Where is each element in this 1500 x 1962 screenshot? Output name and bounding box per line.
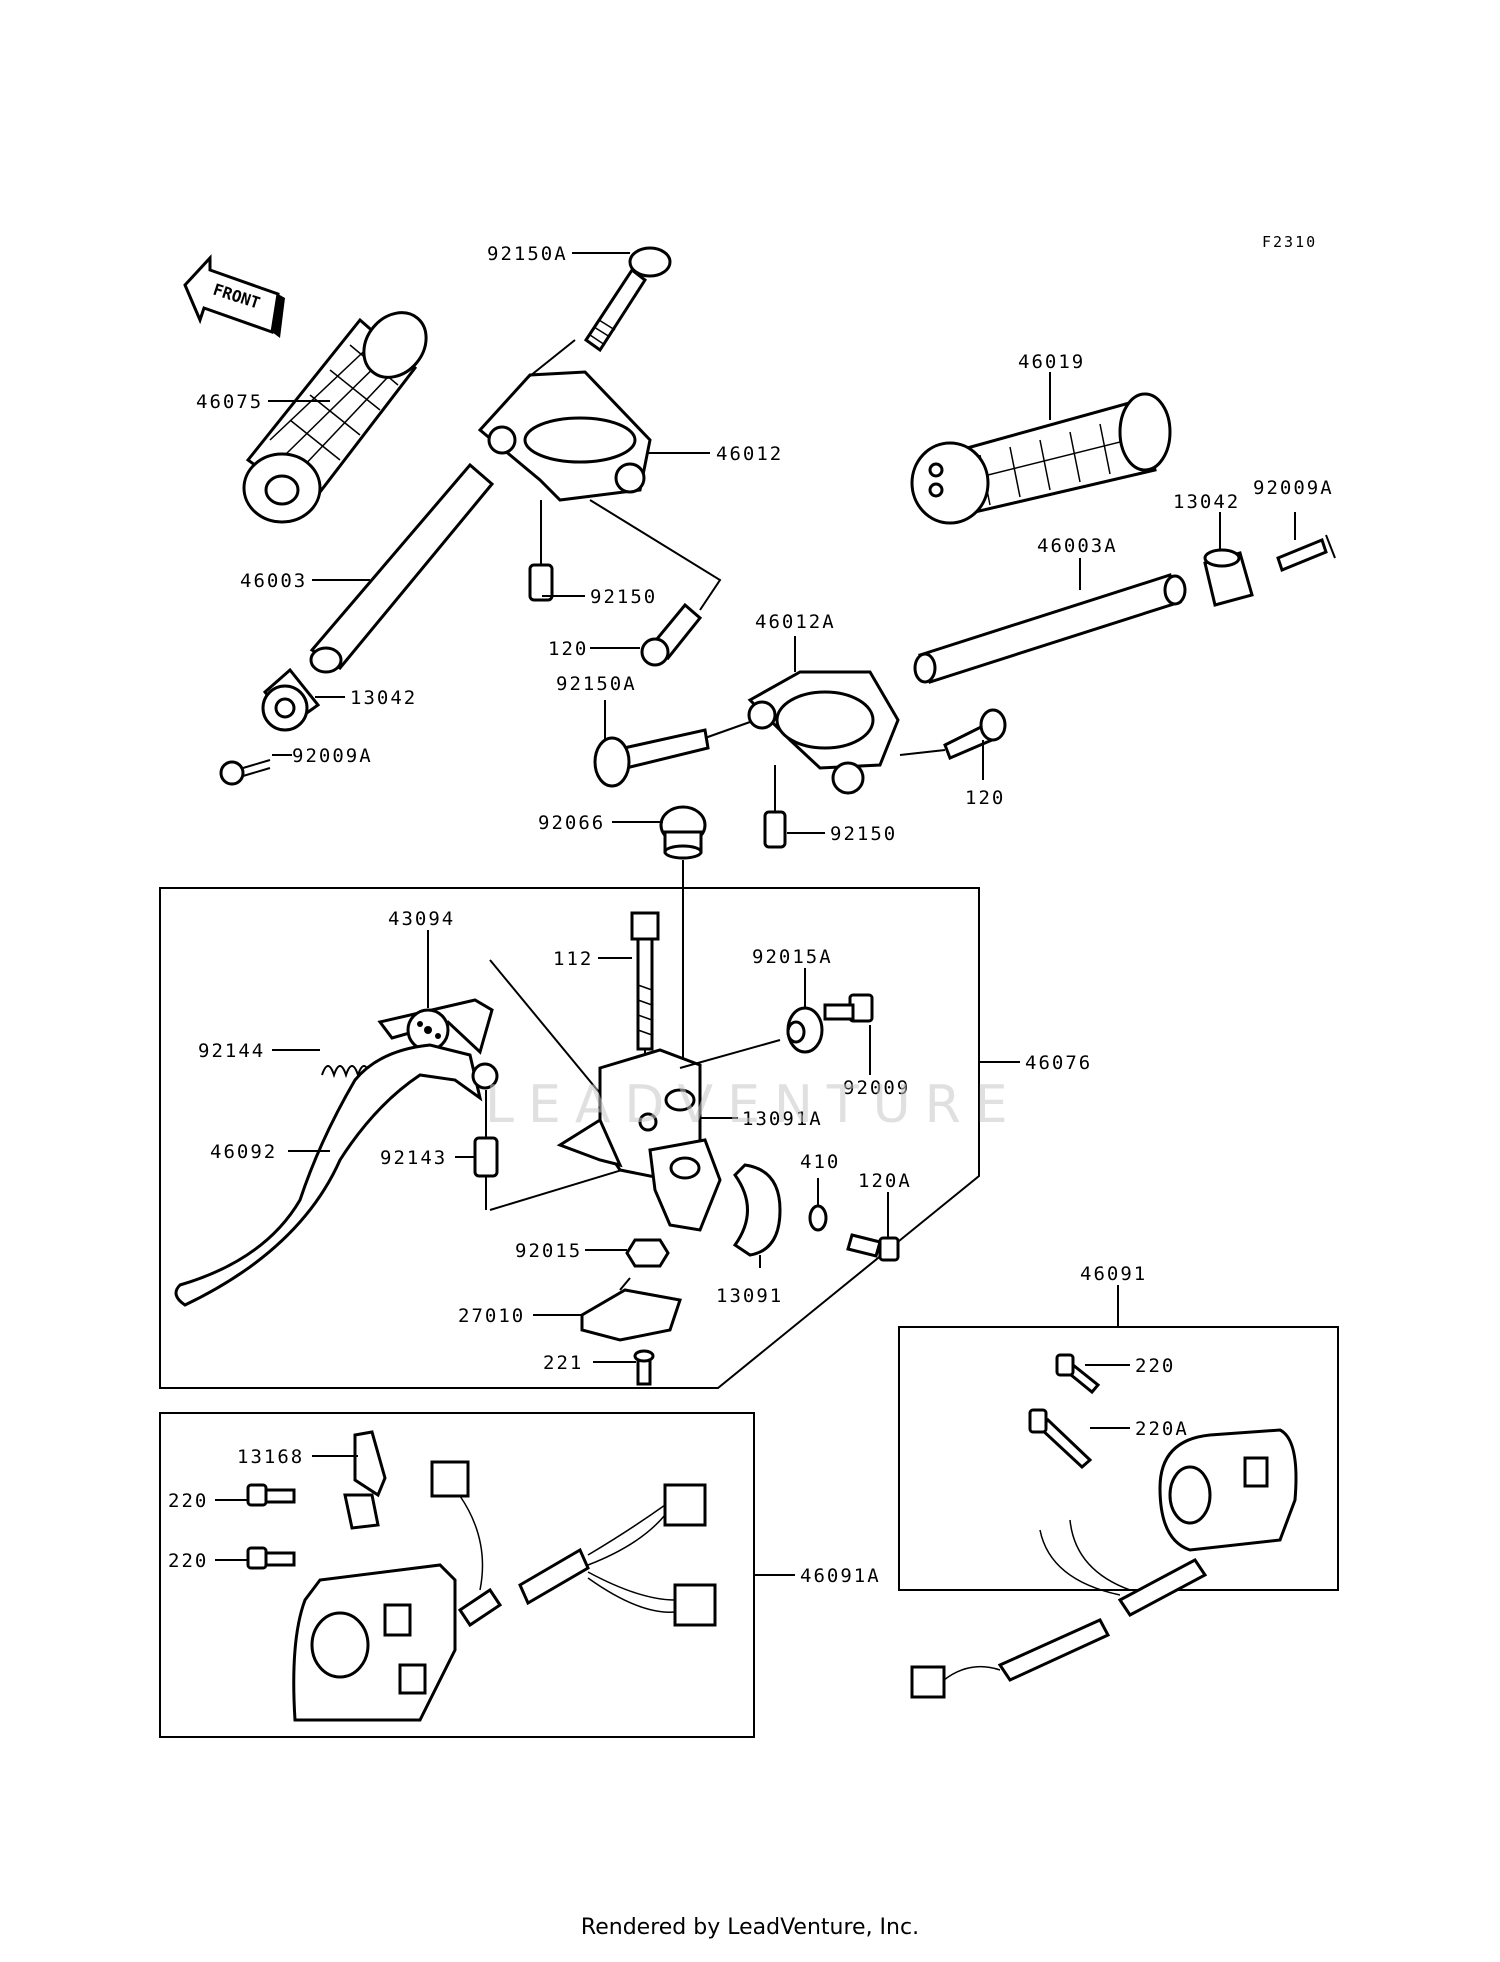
callout-46003a: 46003A: [1037, 535, 1118, 557]
left-grip-part: [242, 311, 428, 524]
callout-120-top: 120: [548, 638, 588, 660]
right-grip-part: [910, 392, 1172, 525]
callout-92066: 92066: [538, 812, 605, 834]
callout-43094: 43094: [388, 908, 455, 930]
callout-92150a-mid: 92150A: [556, 673, 637, 695]
callout-92143: 92143: [380, 1147, 447, 1169]
switch-housing-46091-part: [910, 1353, 1298, 1699]
callout-92150-mid: 92150: [830, 823, 897, 845]
bolt-92150a-mid: [593, 721, 751, 788]
callout-92009: 92009: [843, 1077, 910, 1099]
callout-220-left-1: 220: [168, 1490, 208, 1512]
clamp-46012-part: [477, 339, 652, 502]
callout-92150a-top: 92150A: [487, 243, 568, 265]
callout-92015a: 92015A: [752, 946, 833, 968]
callout-46092: 46092: [210, 1141, 277, 1163]
screw-92009a-right: [1276, 534, 1336, 572]
callout-leaders: [215, 252, 1296, 1576]
bar-46003a-part: [913, 573, 1187, 684]
callout-92009a-right: 92009A: [1253, 477, 1334, 499]
bolt-120-mid: [899, 708, 1007, 760]
bushing-92143-part: [473, 1090, 499, 1210]
callout-221: 221: [543, 1352, 583, 1374]
watermark: LEADVENTURE: [485, 1075, 1022, 1135]
callout-46075: 46075: [196, 391, 263, 413]
weight-13042-right: [1203, 548, 1254, 607]
callout-46012a: 46012A: [755, 611, 836, 633]
callout-410: 410: [800, 1151, 840, 1173]
callout-27010: 27010: [458, 1305, 525, 1327]
callout-120a: 120A: [858, 1170, 912, 1192]
callout-46019: 46019: [1018, 351, 1085, 373]
callout-46091: 46091: [1080, 1263, 1147, 1285]
callout-92144: 92144: [198, 1040, 265, 1062]
screw-92009-part: [823, 993, 874, 1023]
cap-92066-part: [659, 805, 707, 1150]
bolt-92150a-top: [583, 246, 672, 353]
switch-27010-part: [580, 1277, 682, 1342]
callout-13168: 13168: [237, 1446, 304, 1468]
spring-92144-part: [321, 1065, 371, 1079]
assembly-46076-box: [159, 887, 980, 1389]
callout-13091: 13091: [716, 1285, 783, 1307]
screws-220-left: [246, 1483, 296, 1570]
switch-housing-46091a-part: [292, 1460, 717, 1722]
front-arrow-icon: FRONT: [183, 254, 285, 338]
lever-46092-part: [174, 1043, 499, 1307]
screw-92150-top: [528, 500, 554, 602]
clamp-46012a-part: [747, 670, 900, 795]
callout-46091a: 46091A: [800, 1565, 881, 1587]
clamp-13091-part: [732, 1163, 782, 1257]
callout-13091a: 13091A: [742, 1108, 823, 1130]
callout-13042-left: 13042: [350, 687, 417, 709]
clamp-13091a-part: [648, 1138, 722, 1232]
callout-112: 112: [553, 948, 593, 970]
screw-221-part: [633, 1349, 655, 1386]
callout-220-right: 220: [1135, 1355, 1175, 1377]
nut-92015-part: [625, 1238, 670, 1268]
bolt-120-top: [589, 499, 722, 667]
callout-120-mid: 120: [965, 787, 1005, 809]
screw-92009a-left: [219, 759, 271, 786]
weight-13042-left: [261, 667, 321, 732]
callout-46012: 46012: [716, 443, 783, 465]
callout-46003: 46003: [240, 570, 307, 592]
screw-92150-mid: [763, 765, 787, 849]
footer-credit: Rendered by LeadVenture, Inc.: [580, 1915, 920, 1940]
callout-46076: 46076: [1025, 1052, 1092, 1074]
callout-220a: 220A: [1135, 1418, 1189, 1440]
figure-code: F2310: [1262, 233, 1317, 251]
callout-92150-top: 92150: [590, 586, 657, 608]
washer-410-part: [808, 1204, 828, 1232]
callout-92015: 92015: [515, 1240, 582, 1262]
bar-46003-part: [309, 462, 495, 674]
callout-92009a-left: 92009A: [292, 745, 373, 767]
callout-220-left-2: 220: [168, 1550, 208, 1572]
bolt-120a-part: [846, 1233, 900, 1262]
nut-92015a-part: [679, 1006, 824, 1069]
callout-13042-right: 13042: [1173, 491, 1240, 513]
clip-13168-part: [343, 1430, 387, 1530]
